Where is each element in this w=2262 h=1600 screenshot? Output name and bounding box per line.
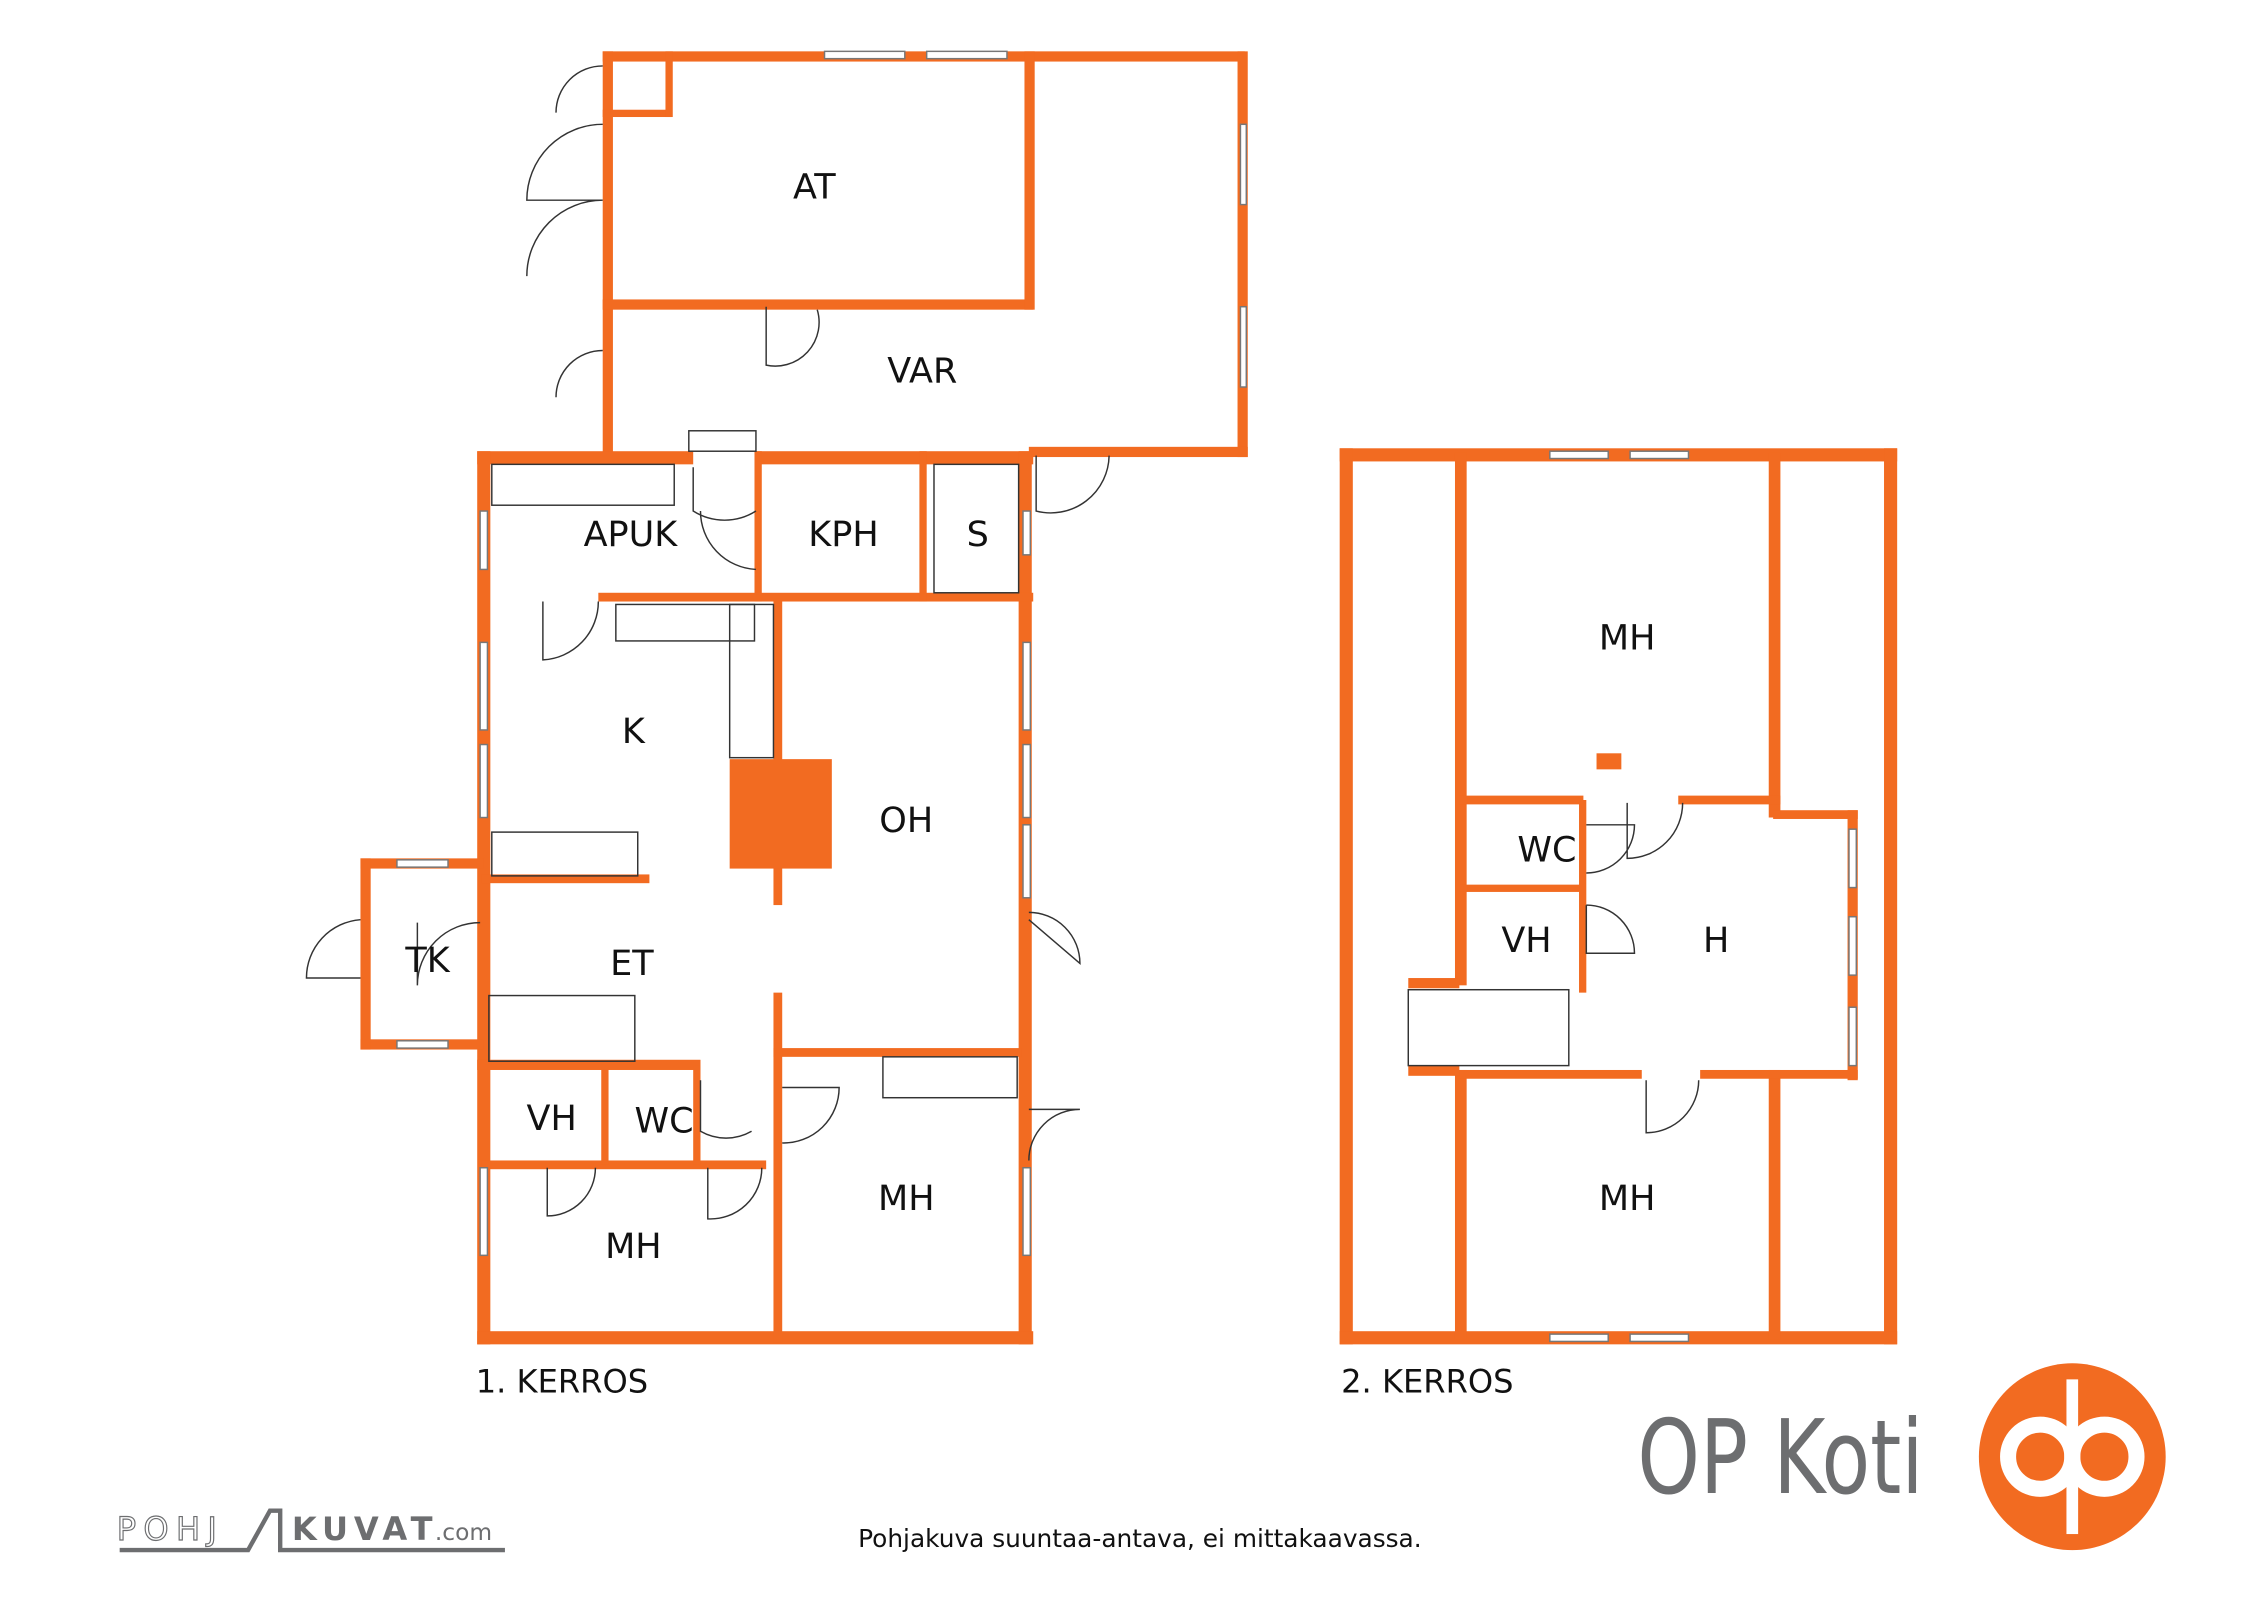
svg-text:POHJ: POHJ xyxy=(117,1510,224,1548)
room-label-k: K xyxy=(622,711,646,752)
room-label-s: S xyxy=(967,514,989,555)
op-koti-brand: OP Koti xyxy=(1637,1399,1923,1518)
floor1-title: 1. KERROS xyxy=(476,1362,648,1400)
room-label-et: ET xyxy=(610,943,654,984)
room-label-oh: OH xyxy=(879,800,933,841)
pohjakuvat-logo: POHJ KUVAT .com xyxy=(116,1508,505,1553)
room-label-var: VAR xyxy=(887,351,957,392)
room-label-apuk: APUK xyxy=(584,514,679,555)
floor1-walls xyxy=(360,51,1248,1345)
floor2-title: 2. KERROS xyxy=(1341,1362,1513,1400)
room-label-at: AT xyxy=(793,167,836,208)
room-label-mh: MH xyxy=(605,1226,662,1267)
disclaimer: Pohjakuva suuntaa-antava, ei mittakaavas… xyxy=(858,1524,1422,1553)
svg-text:.com: .com xyxy=(435,1518,492,1546)
room-label-tk: TK xyxy=(404,940,450,981)
room-label-mh: MH xyxy=(1599,1178,1656,1219)
floor1-room-labels: AT VAR APUK KPH S K OH TK ET VH WC MH MH xyxy=(404,167,988,1267)
room-label-vh: VH xyxy=(526,1098,576,1139)
svg-text:KUVAT: KUVAT xyxy=(292,1510,438,1548)
room-label-h: H xyxy=(1703,920,1729,961)
room-label-wc: WC xyxy=(1517,829,1576,870)
room-label-mh: MH xyxy=(878,1178,935,1219)
floor1-windows-doors xyxy=(305,50,1248,1257)
room-label-kph: KPH xyxy=(808,514,878,555)
room-label-wc: WC xyxy=(634,1101,693,1142)
room-label-mh: MH xyxy=(1599,618,1656,659)
room-label-vh: VH xyxy=(1501,920,1551,961)
floor2-room-labels: MH WC VH H MH xyxy=(1501,618,1729,1219)
floor2-windows-doors xyxy=(1407,450,1858,1343)
op-logo xyxy=(1978,1363,2166,1551)
